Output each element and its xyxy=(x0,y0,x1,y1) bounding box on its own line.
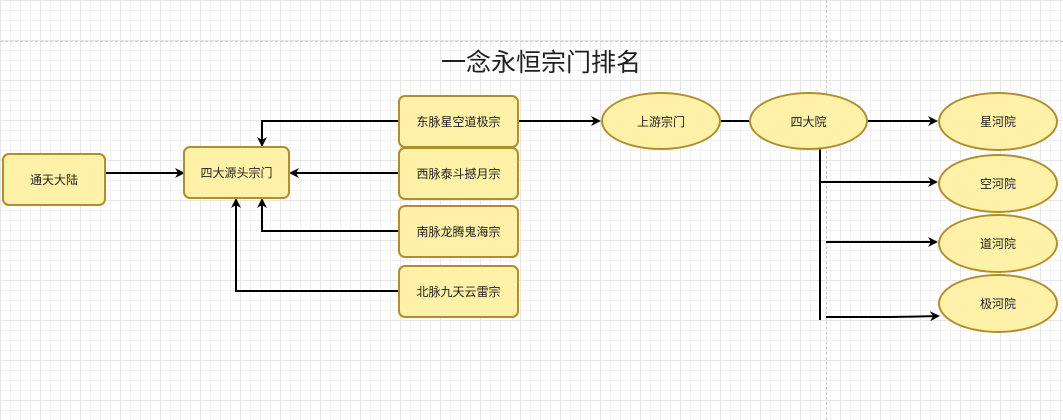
guide-line-horizontal xyxy=(0,41,1063,42)
edge-beimai-to-sida[interactable] xyxy=(231,198,398,292)
edge-nanmai-to-sida[interactable] xyxy=(257,198,398,232)
node-upstream-sects[interactable]: 上游宗门 xyxy=(601,92,721,150)
diagram-title: 一念永恒宗门排名 xyxy=(440,48,641,77)
edge-dongmai-to-sida[interactable] xyxy=(257,120,398,147)
node-extreme-river-court[interactable]: 极河院 xyxy=(938,274,1058,333)
node-west-sect[interactable]: 西脉泰斗撼月宗 xyxy=(398,147,519,200)
node-four-origin-sects[interactable]: 四大源头宗门 xyxy=(183,146,290,199)
node-north-sect[interactable]: 北脉九天云雷宗 xyxy=(398,265,519,318)
guide-line-vertical xyxy=(826,0,827,420)
node-four-courts[interactable]: 四大院 xyxy=(749,92,868,150)
edge-sidayuan-to-jihe[interactable] xyxy=(826,311,940,322)
node-void-river-court[interactable]: 空河院 xyxy=(938,154,1058,213)
node-south-sect[interactable]: 南脉龙腾鬼海宗 xyxy=(398,205,519,258)
node-star-river-court[interactable]: 星河院 xyxy=(938,92,1058,151)
node-tongtian-continent[interactable]: 通天大陆 xyxy=(2,153,106,206)
node-dao-river-court[interactable]: 道河院 xyxy=(938,214,1058,273)
node-east-sect[interactable]: 东脉星空道极宗 xyxy=(398,95,519,148)
